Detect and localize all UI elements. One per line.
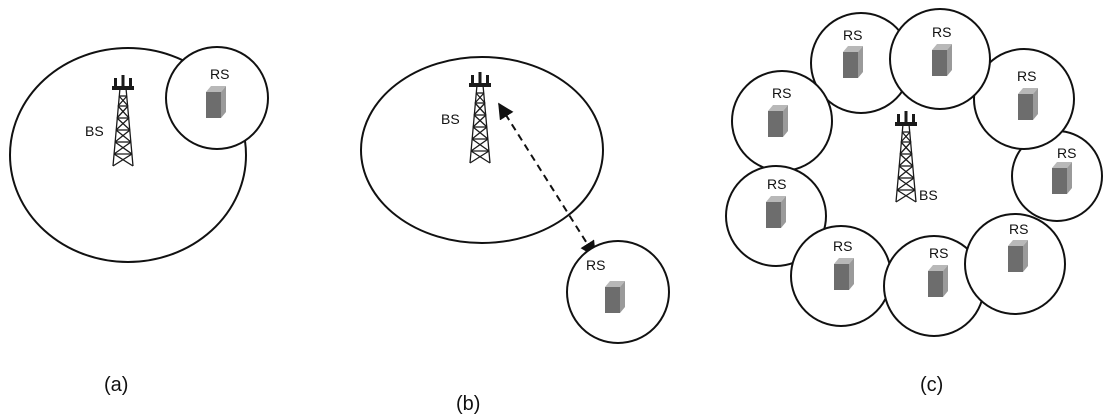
rs-label: RS xyxy=(767,176,786,192)
panel-a: BS RS (a) xyxy=(9,46,269,396)
bs-label: BS xyxy=(85,123,104,139)
relay-station-box-icon xyxy=(605,281,625,313)
rs-label: RS xyxy=(1017,68,1036,84)
relay-station-box-icon xyxy=(206,86,226,118)
relay-station-box-icon xyxy=(834,258,854,290)
cell-tower-icon xyxy=(894,110,918,203)
caption-a: (a) xyxy=(104,374,128,396)
rs-label: RS xyxy=(929,245,948,261)
bs-rs-link-arrow xyxy=(498,102,596,258)
caption-b: (b) xyxy=(456,393,480,414)
panel-b: BS RS (b) xyxy=(360,56,670,414)
caption-c: (c) xyxy=(920,374,943,396)
rs-label: RS xyxy=(772,85,791,101)
relay-station-box-icon xyxy=(1052,162,1072,194)
rs-label: RS xyxy=(833,238,852,254)
rs-label: RS xyxy=(586,257,605,273)
bs-label: BS xyxy=(441,111,460,127)
rs-label: RS xyxy=(1057,145,1076,161)
rs-label: RS xyxy=(843,27,862,43)
relay-station-box-icon xyxy=(1008,240,1028,272)
relay-station-box-icon xyxy=(1018,88,1038,120)
relay-station-box-icon xyxy=(843,46,863,78)
relay-station-box-icon xyxy=(932,44,952,76)
rs-label: RS xyxy=(1009,221,1028,237)
rs-label: RS xyxy=(932,24,951,40)
panel-c: BS RS RS RS RS RS RS RS RS RS (c) xyxy=(725,8,1103,396)
relay-station-box-icon xyxy=(768,105,788,137)
bs-label: BS xyxy=(919,187,938,203)
relay-station-box-icon xyxy=(928,265,948,297)
rs-label: RS xyxy=(210,66,229,82)
relay-station-box-icon xyxy=(766,196,786,228)
